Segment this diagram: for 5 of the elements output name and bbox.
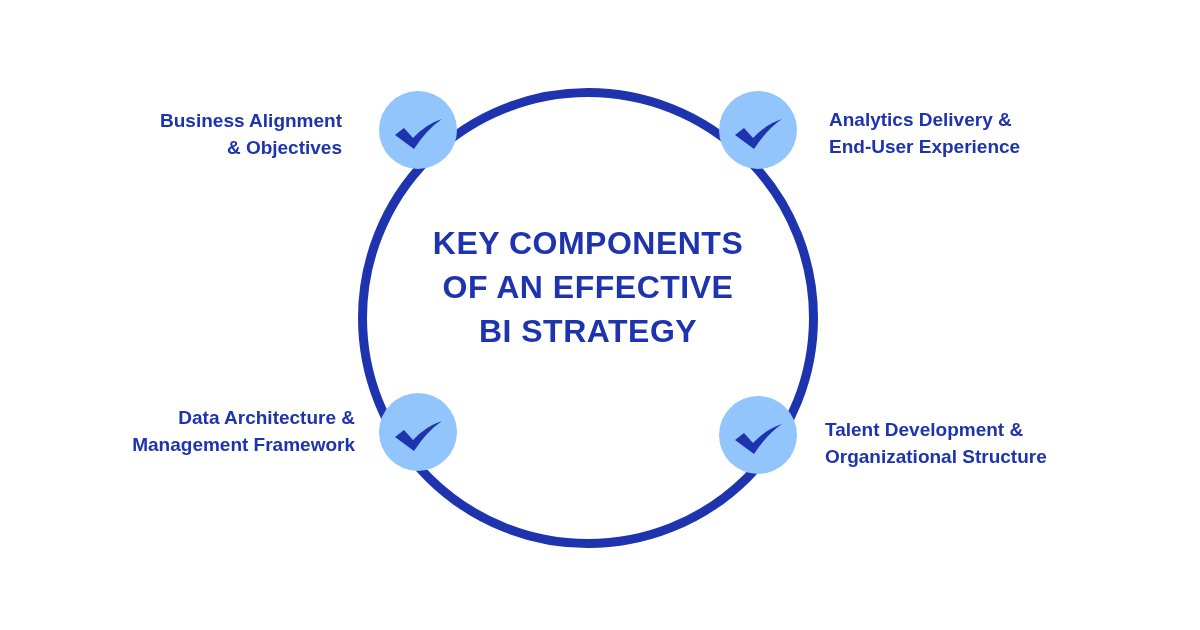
component-label: Data Architecture & Management Framework: [131, 406, 355, 457]
component-label: Analytics Delivery & End-User Experience: [829, 108, 1022, 159]
center-title: KEY COMPONENTS OF AN EFFECTIVE BI STRATEGY: [431, 224, 745, 351]
component-label: Talent Development & Organizational Structure: [825, 418, 1048, 469]
component-label: Business Alignment & Objectives: [159, 109, 342, 160]
